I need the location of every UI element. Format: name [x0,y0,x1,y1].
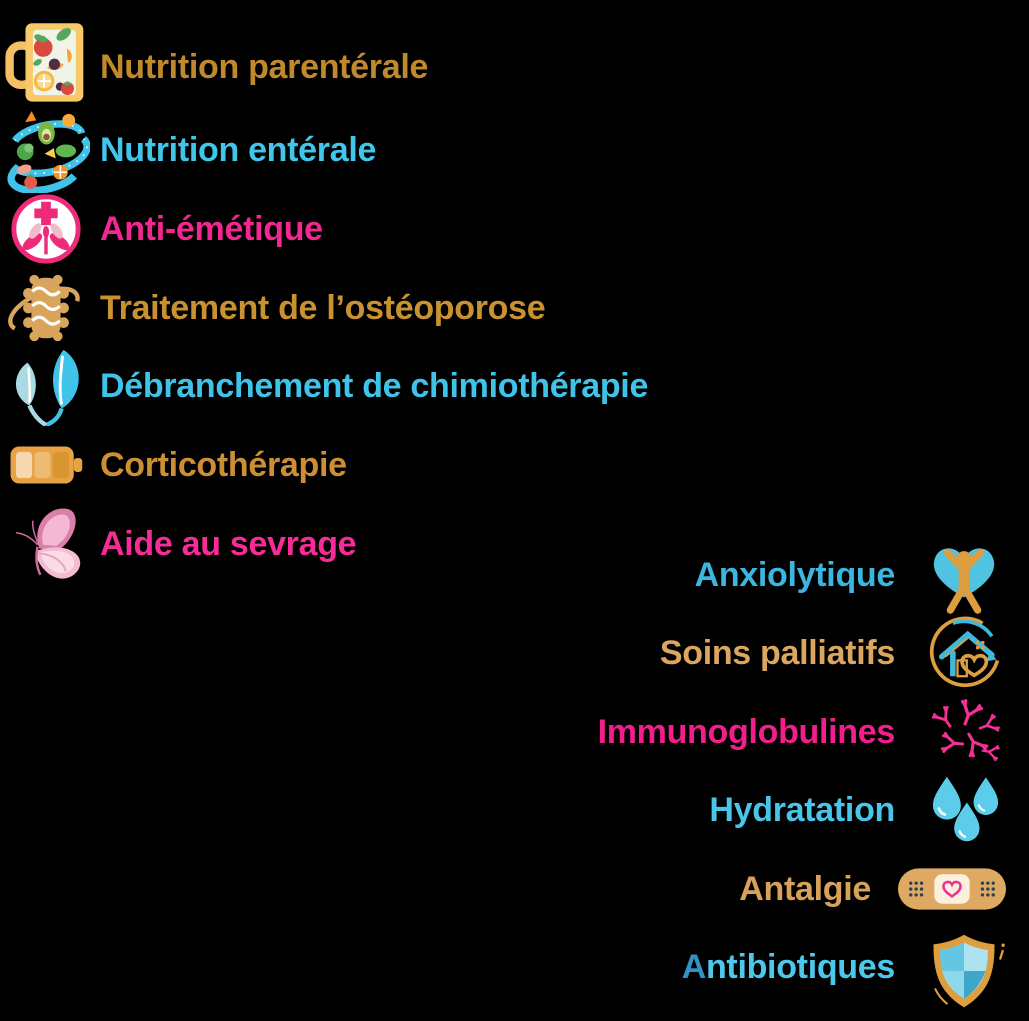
butterfly-icon [0,502,92,586]
item-label: Aide au sevrage [100,524,357,563]
item-nutrition-enterale: Nutrition entérale [0,107,377,193]
item-debranchement-chimiotherapie: Débranchement de chimiothérapie [0,346,648,426]
battery-icon [0,441,92,489]
item-anxiolytique: Anxiolytique [695,535,1007,615]
item-label: Débranchement de chimiothérapie [100,366,649,405]
medical-cross-plant-icon [0,192,92,266]
item-label: Nutrition parentérale [100,47,429,86]
item-label: Antibiotiques [681,947,896,987]
item-antibiotiques: Antibiotiques [681,927,1007,1008]
spine-icon [0,268,92,348]
item-aide-au-sevrage: Aide au sevrage [0,502,357,586]
item-label: Immunoglobulines [597,712,896,751]
home-care-icon [921,614,1007,692]
item-nutrition-parenterale: Nutrition parentérale [0,23,429,107]
item-label-initial: A [681,947,707,986]
item-label: Corticothérapie [100,445,347,484]
item-label: Anti-émétique [100,209,323,248]
bandage-heart-icon [897,867,1007,911]
item-soins-palliatifs: Soins palliatifs [660,613,1007,693]
item-antalgie: Antalgie [739,849,1007,929]
infused-water-jar-icon [0,15,92,107]
heart-person-icon [921,536,1007,614]
measuring-tape-foods-icon [0,107,92,193]
item-label: Antalgie [739,869,871,908]
item-label: Nutrition entérale [100,130,377,169]
item-hydratation: Hydratation [709,770,1007,850]
item-label-rest: ntibiotiques [705,947,895,986]
item-label: Soins palliatifs [659,633,895,672]
item-corticotherapie: Corticothérapie [0,425,347,505]
two-leaves-icon [0,346,92,426]
water-drops-icon [921,770,1007,850]
item-immunoglobulines: Immunoglobulines [598,692,1007,772]
shield-icon [921,929,1007,1015]
item-label: Anxiolytique [694,555,896,594]
item-label: Hydratation [709,790,895,829]
antibodies-icon [921,699,1007,765]
item-anti-emetique: Anti-émétique [0,189,323,269]
item-traitement-osteoporose: Traitement de l’ostéoporose [0,268,546,348]
item-label: Traitement de l’ostéoporose [100,288,546,327]
